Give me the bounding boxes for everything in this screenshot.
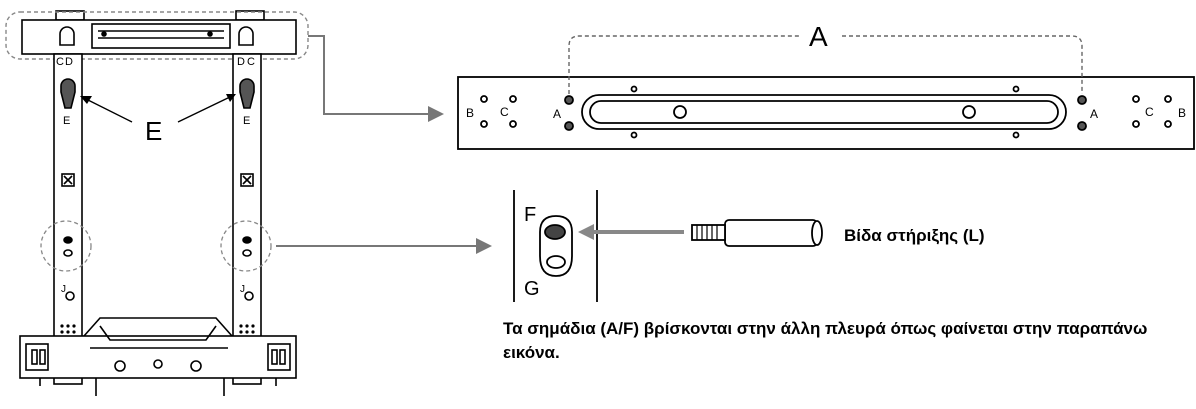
left-rail bbox=[53, 53, 83, 385]
label-j-right: J bbox=[240, 284, 245, 295]
label-e-left: E bbox=[63, 115, 70, 127]
label-b-left: B bbox=[466, 106, 474, 120]
label-d-left: D bbox=[65, 56, 73, 68]
connector-arrows bbox=[276, 35, 478, 247]
label-j-left: J bbox=[61, 284, 66, 295]
label-b-right-detail: B bbox=[1178, 106, 1186, 120]
bottom-base bbox=[19, 335, 297, 379]
label-c-right-detail: C bbox=[1145, 105, 1154, 119]
label-c-right: C bbox=[247, 56, 255, 68]
label-a-right-detail: A bbox=[1090, 107, 1098, 121]
screw-detail bbox=[513, 190, 823, 302]
label-g: G bbox=[524, 278, 540, 300]
label-a-left-detail: A bbox=[553, 107, 561, 121]
top-bar-detail bbox=[457, 35, 1195, 150]
screw-label: Βίδα στήριξης (L) bbox=[844, 226, 985, 245]
e-callout-lines bbox=[83, 95, 233, 123]
right-rail bbox=[232, 53, 262, 385]
label-d-right: D bbox=[237, 56, 245, 68]
label-e-big: E bbox=[145, 116, 162, 146]
label-c-left-detail: C bbox=[500, 105, 509, 119]
caption: Τα σημάδια (A/F) βρίσκονται στην άλλη πλ… bbox=[503, 319, 1148, 362]
label-e-right: E bbox=[243, 115, 250, 127]
label-a-top: A bbox=[809, 21, 828, 52]
label-f: F bbox=[524, 204, 536, 226]
label-c-left: C bbox=[56, 56, 64, 68]
mounting-frame bbox=[5, 10, 309, 396]
